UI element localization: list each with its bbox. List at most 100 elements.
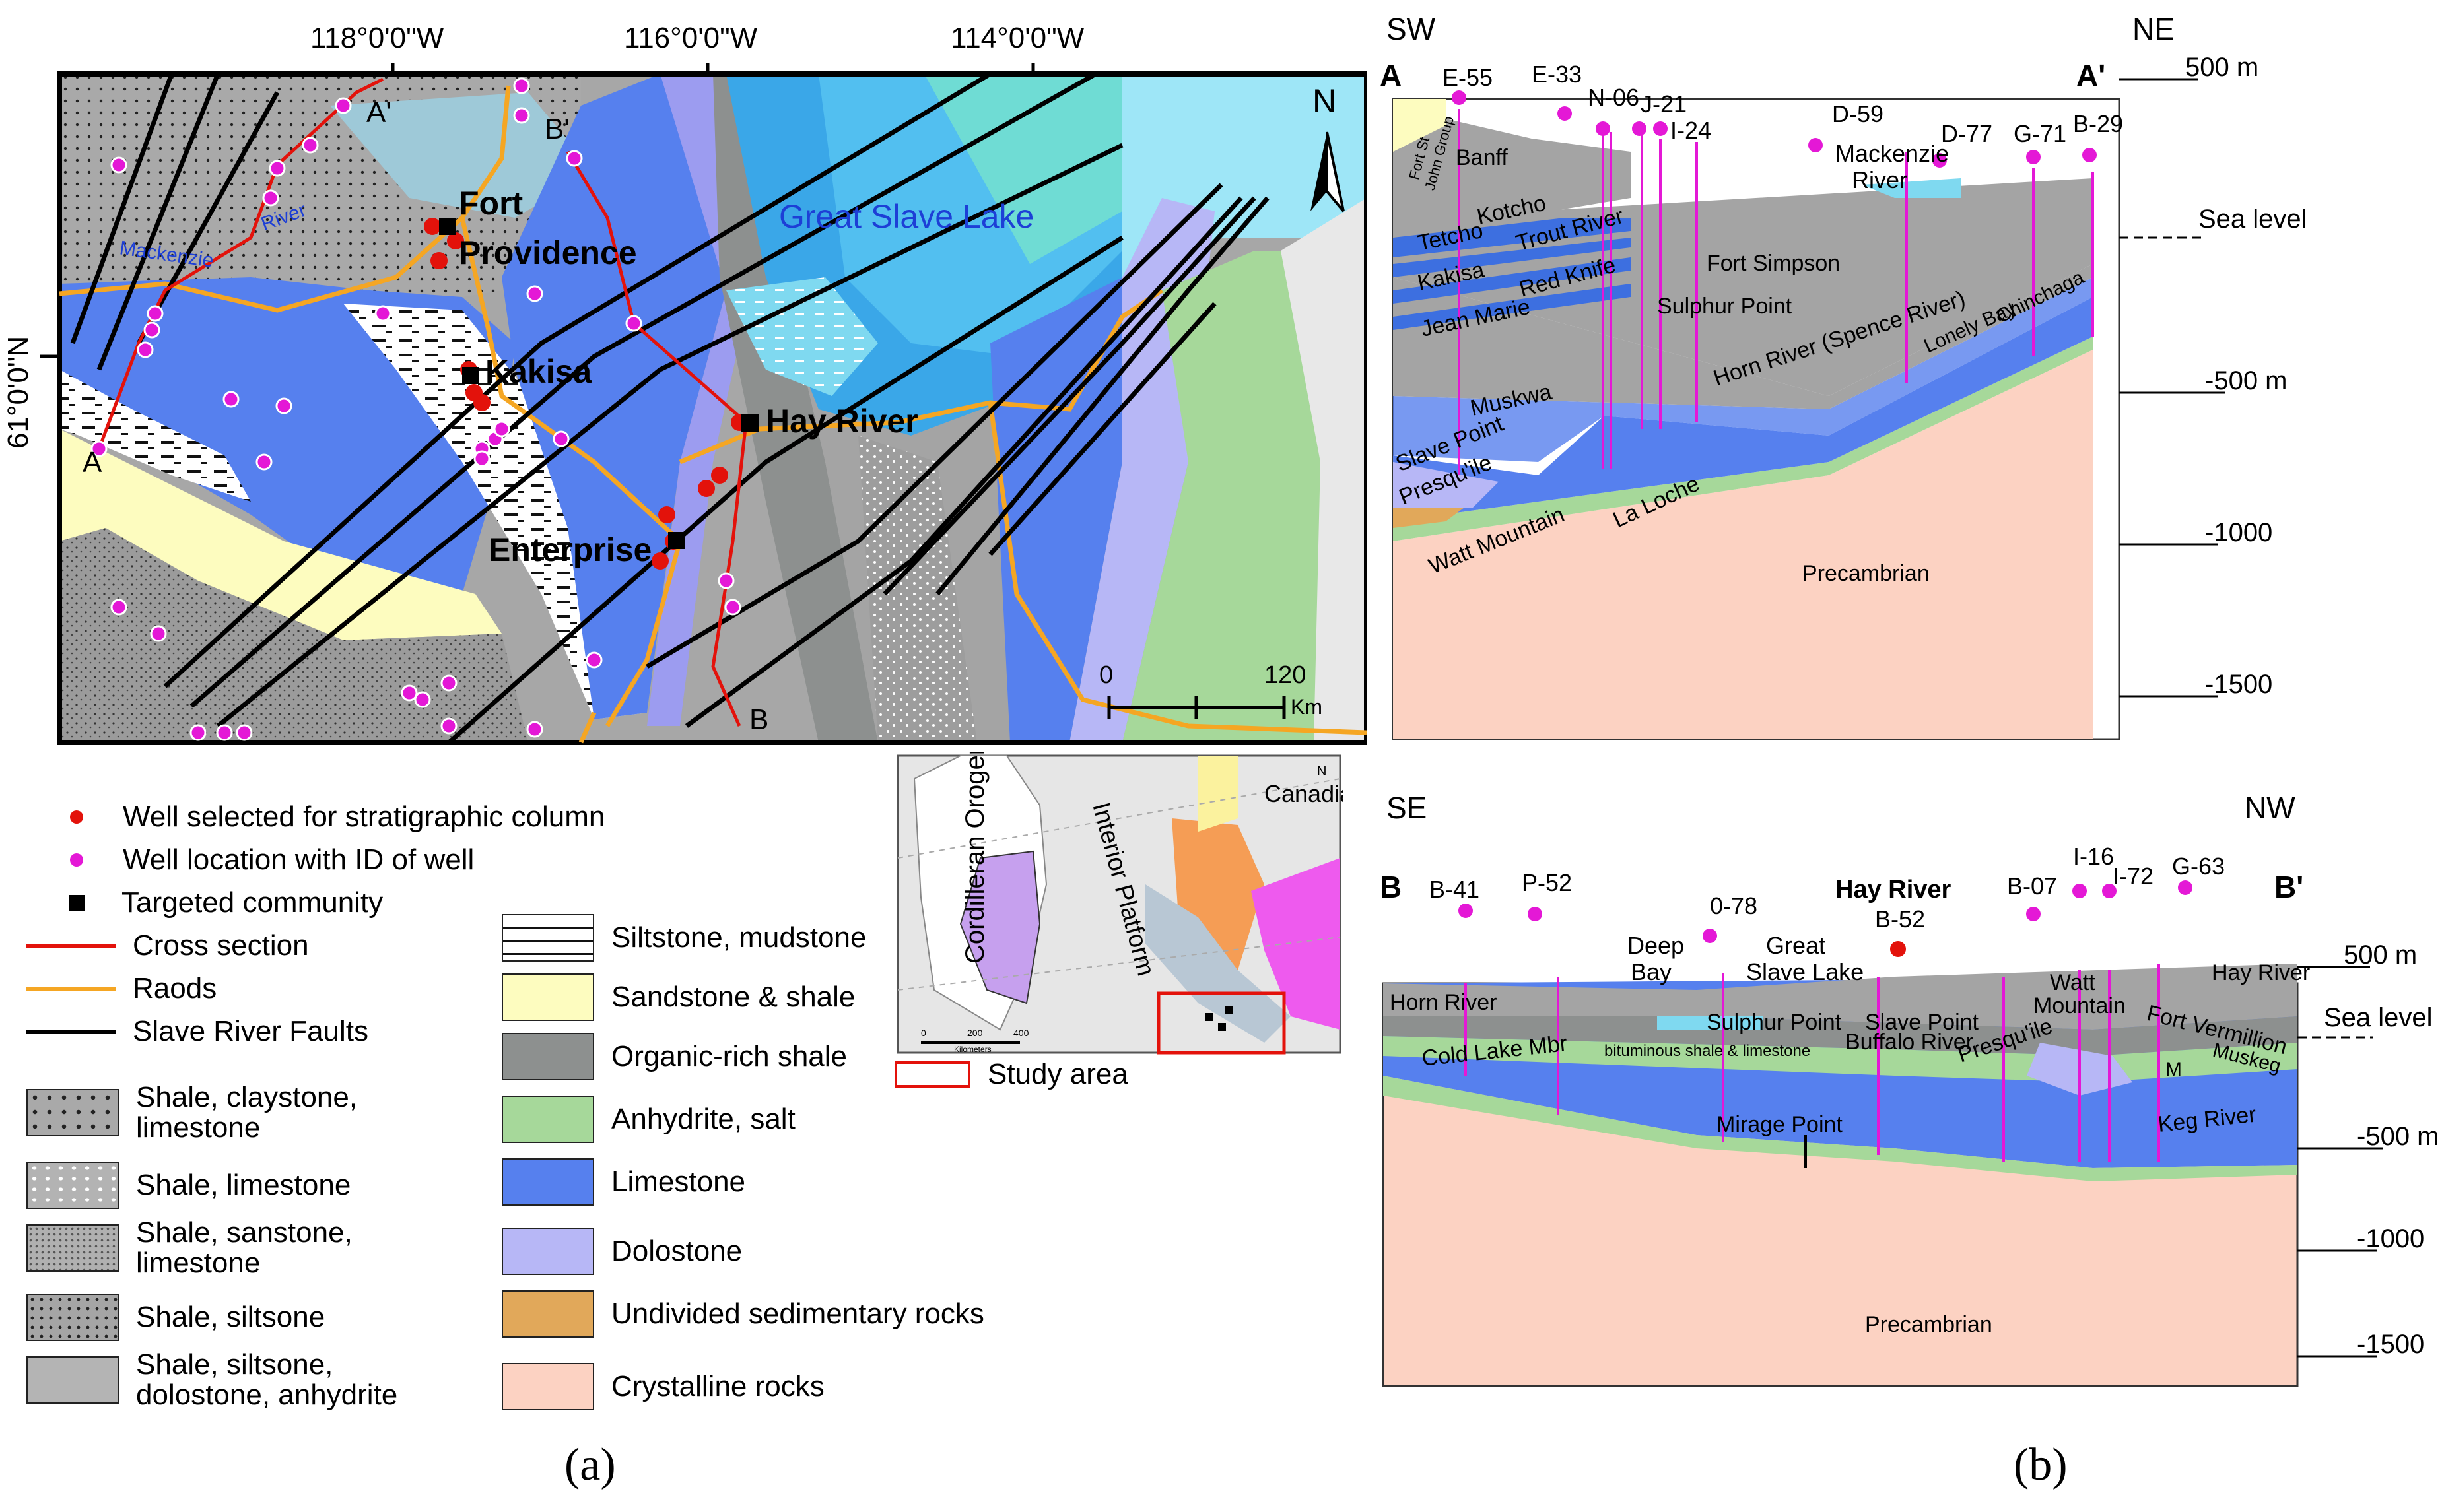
section-b-gsl2: Slave Lake — [1746, 958, 1864, 985]
well-label: E-55 — [1442, 64, 1493, 91]
organic-shale-swatch — [502, 1033, 594, 1080]
shale-claystone-swatch — [26, 1089, 119, 1137]
well-label: 0-78 — [1710, 892, 1757, 919]
targeted-communities — [439, 218, 759, 549]
inset-north: N — [1317, 764, 1326, 779]
section-a-label-a-prime: A' — [2076, 58, 2105, 92]
section-b-end: B' — [545, 113, 570, 145]
svg-text:Horn River: Horn River — [1390, 990, 1497, 1015]
section-a-well-markers — [1452, 90, 2097, 168]
legend-label: limestone — [136, 1247, 261, 1280]
well-label: I-24 — [1670, 117, 1711, 144]
scale-max: 120 — [1264, 661, 1306, 689]
legend-label: Shale, siltsone — [136, 1300, 325, 1333]
place-fort: Fort — [459, 185, 524, 222]
limestone-swatch — [502, 1158, 594, 1206]
lon-label-118: 118°0'0"W — [310, 22, 444, 54]
sandstone-swatch — [502, 973, 594, 1021]
legend-label: Shale, limestone — [136, 1168, 351, 1201]
legend-label: Sandstone & shale — [611, 980, 856, 1013]
section-b-nw: NW — [2245, 791, 2295, 825]
caption-a: (a) — [564, 1439, 616, 1490]
inset-cordilleran: Cordilleran Orogen — [961, 752, 990, 964]
lat-label: 61°0'0"N — [2, 336, 34, 449]
section-a-wells — [1458, 109, 2094, 475]
well-label: B-07 — [2007, 872, 2057, 900]
legend-label: Cross section — [133, 929, 309, 962]
well-label: B-29 — [2073, 110, 2123, 137]
section-b-depth-minus1000: -1000 — [2357, 1224, 2424, 1253]
legend-label: Slave River Faults — [133, 1015, 369, 1047]
section-b-label-b-prime: B' — [2274, 870, 2303, 904]
legend-row: Shale, siltsone,dolostone, anhydrite — [26, 1349, 397, 1410]
orange-line-icon — [26, 987, 116, 991]
legend-label: Targeted community — [121, 886, 384, 919]
north-arrow-icon — [1310, 131, 1345, 213]
section-a-sea-level: Sea level — [2198, 205, 2307, 234]
section-b-deep1: Deep — [1627, 932, 1684, 959]
crystalline-swatch — [502, 1363, 594, 1410]
inset-scale-unit: Kilometers — [954, 1045, 992, 1054]
well-label: G-71 — [2014, 120, 2066, 147]
section-b-se: SE — [1386, 791, 1427, 825]
section-a-depth-minus1500: -1500 — [2205, 670, 2272, 699]
svg-text:Slave Point: Slave Point — [1865, 1010, 1979, 1035]
inset-scale-0: 0 — [921, 1028, 926, 1038]
legend-row: Cross section — [26, 929, 309, 962]
anhydrite-swatch — [502, 1096, 594, 1143]
legend-row: Sandstone & shale — [502, 973, 855, 1021]
legend-row: Siltstone, mudstone — [502, 914, 866, 962]
legend-label: Anhydrite, salt — [611, 1102, 796, 1135]
well-label: I-16 — [2073, 843, 2114, 870]
hay-river-well — [1890, 941, 1906, 957]
legend-label: Raods — [133, 972, 217, 1004]
study-area-icon — [895, 1061, 970, 1088]
magenta-dot-icon — [70, 853, 83, 867]
black-line-icon — [26, 1030, 116, 1034]
well-label: G-63 — [2172, 853, 2225, 880]
well-label: D-59 — [1832, 100, 1883, 127]
svg-text:Sulphur Point: Sulphur Point — [1707, 1010, 1842, 1035]
black-square-icon — [69, 895, 85, 911]
roads — [59, 85, 1367, 744]
legend-row: Shale, limestone — [26, 1162, 351, 1209]
legend-row: Targeted community — [66, 886, 384, 919]
section-a-depth-500: 500 m — [2185, 53, 2258, 82]
svg-text:M: M — [2165, 1059, 2182, 1080]
section-b-wells — [1464, 964, 2160, 1162]
lake-label: Great Slave Lake — [779, 198, 1034, 235]
svg-text:Hay River: Hay River — [2212, 960, 2310, 985]
north-label: N — [1312, 82, 1336, 119]
svg-text:Mountain: Mountain — [2033, 993, 2126, 1018]
legend-label: limestone — [136, 1111, 261, 1144]
section-b-label-b: B — [1380, 870, 1402, 904]
section-b-gsl1: Great — [1766, 932, 1825, 959]
shale-limestone-swatch — [26, 1162, 119, 1209]
well-label: P-52 — [1522, 869, 1572, 896]
svg-text:Buffalo River: Buffalo River — [1845, 1030, 1973, 1055]
red-line-icon — [26, 944, 116, 948]
geologic-map: 118°0'0"W 116°0'0"W 114°0'0"W 61°0'0"N N… — [2, 22, 1367, 745]
scale-unit: Km — [1291, 695, 1322, 719]
legend-label: Well selected for stratigraphic column — [123, 801, 605, 833]
place-enterprise: Enterprise — [489, 531, 652, 568]
svg-text:Mirage Point: Mirage Point — [1716, 1112, 1843, 1137]
legend-label: Siltstone, mudstone — [611, 921, 867, 954]
caption-b: (b) — [2014, 1439, 2068, 1490]
legend-row: Well selected for stratigraphic column — [66, 801, 605, 833]
section-a-sw: SW — [1386, 12, 1436, 46]
shale-siltstone-swatch — [26, 1294, 119, 1341]
inset-scale-400: 400 — [1013, 1028, 1029, 1038]
well-label: E-33 — [1532, 61, 1582, 88]
lon-label-116: 116°0'0"W — [624, 22, 758, 54]
legend-label: Organic-rich shale — [611, 1039, 848, 1072]
legend-label: Shale, claystone, — [136, 1081, 358, 1113]
svg-text:Banff: Banff — [1456, 145, 1508, 170]
section-b-deep2: Bay — [1631, 958, 1672, 985]
shale-sandstone-swatch — [26, 1224, 119, 1272]
legend-label: Well location with ID of well — [123, 843, 475, 876]
section-b-hay-well: B-52 — [1875, 905, 1925, 933]
legend-row: Limestone — [502, 1158, 745, 1206]
section-a-depth-minus500: -500 m — [2205, 366, 2288, 395]
well-label: D-77 — [1941, 120, 1992, 147]
